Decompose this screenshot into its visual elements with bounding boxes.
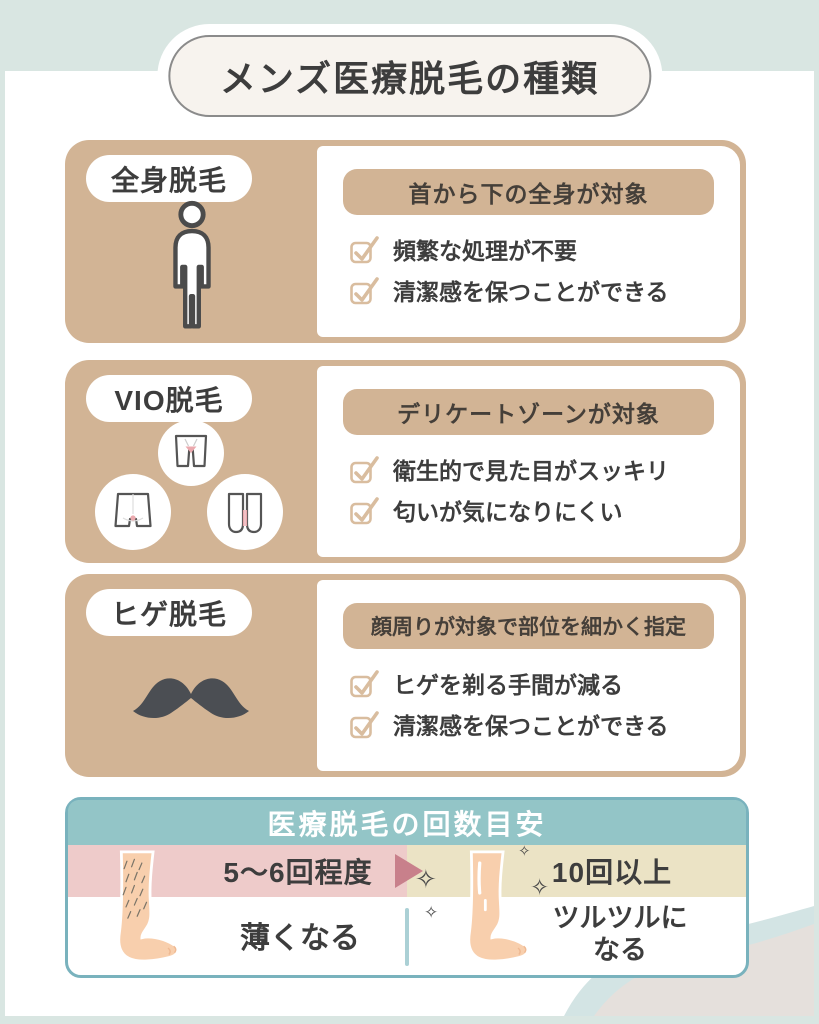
check-item-text: 頻繁な処理が不要 xyxy=(393,238,577,264)
result-right-line2: なる xyxy=(593,935,647,966)
card-vio-body: デリケートゾーンが対象 衛生的で見た目がスッキリ 匂いが気になりにくい xyxy=(317,366,740,557)
checkbox-icon xyxy=(350,235,379,263)
sparkle-icon: ✧ xyxy=(518,843,531,860)
card-zenshin-label: 全身脱毛 xyxy=(86,155,252,202)
result-right: ツルツルに なる xyxy=(520,902,720,967)
hairy-leg-icon xyxy=(117,850,179,963)
vio-bottom-icon xyxy=(207,474,283,550)
card-zenshin: 全身脱毛 首から下の全身が対象 頻繁な処理が不要 xyxy=(65,140,746,343)
result-left: 薄くなる xyxy=(240,922,360,955)
person-icon xyxy=(173,200,211,329)
card-vio-label: VIO脱毛 xyxy=(86,375,252,422)
sessions-right: 10回以上 xyxy=(551,857,673,888)
check-item: 頻繁な処理が不要 xyxy=(349,232,730,266)
checkbox-icon xyxy=(350,496,379,524)
title-banner: メンズ医療脱毛の種類 xyxy=(156,24,663,128)
vio-underwear-icons xyxy=(65,360,317,563)
vio-front-icon xyxy=(158,420,224,486)
card-hige-label: ヒゲ脱毛 xyxy=(86,589,252,636)
check-item-text: 清潔感を保つことができる xyxy=(393,279,669,305)
card-hige-body: 顔周りが対象で部位を細かく指定 ヒゲを剃る手間が減る 清潔感を保つことができる xyxy=(317,580,740,771)
arrow-right-icon xyxy=(395,854,423,888)
sparkle-icon: ✧ xyxy=(530,874,550,900)
sparkle-icon: ✧ xyxy=(424,903,439,922)
check-item-text: 衛生的で見た目がスッキリ xyxy=(393,458,669,484)
card-hige-target: 顔周りが対象で部位を細かく指定 xyxy=(343,603,714,649)
sparkle-icon: ✧ xyxy=(415,864,437,894)
checkbox-icon xyxy=(350,455,379,483)
check-item: 清潔感を保つことができる xyxy=(349,273,730,307)
checkbox-icon xyxy=(350,710,379,738)
session-guide-title: 医療脱毛の回数目安 xyxy=(68,800,746,845)
divider xyxy=(405,908,409,966)
check-item-text: ヒゲを剃る手間が減る xyxy=(393,672,623,698)
check-item-text: 匂いが気になりにくい xyxy=(393,499,623,525)
card-zenshin-target: 首から下の全身が対象 xyxy=(343,169,714,215)
vio-back-icon xyxy=(95,474,171,550)
checkbox-icon xyxy=(350,276,379,304)
card-zenshin-body: 首から下の全身が対象 頻繁な処理が不要 清潔感を保つことができる xyxy=(317,146,740,337)
check-item: ヒゲを剃る手間が減る xyxy=(349,666,730,700)
main-panel: メンズ医療脱毛の種類 全身脱毛 首から下の全身が対象 頻繁な処理が不要 xyxy=(5,24,814,1016)
card-hige: ヒゲ脱毛 顔周りが対象で部位を細かく指定 ヒゲを剃る手間が減る xyxy=(65,574,746,777)
checkbox-icon xyxy=(350,669,379,697)
check-item: 衛生的で見た目がスッキリ xyxy=(349,452,730,486)
card-vio-target: デリケートゾーンが対象 xyxy=(343,389,714,435)
session-guide-card: 医療脱毛の回数目安 5〜6回程度 10回以上 xyxy=(65,797,749,978)
mustache-icon xyxy=(133,678,249,719)
check-item: 匂いが気になりにくい xyxy=(349,493,730,527)
check-item-text: 清潔感を保つことができる xyxy=(393,713,669,739)
result-right-line1: ツルツルに xyxy=(552,903,688,933)
card-vio: VIO脱毛 xyxy=(65,360,746,563)
band-yellow xyxy=(407,845,746,897)
sessions-left: 5〜6回程度 xyxy=(223,857,373,888)
check-item: 清潔感を保つことができる xyxy=(349,707,730,741)
smooth-leg-icon xyxy=(467,850,529,963)
page-title: メンズ医療脱毛の種類 xyxy=(167,35,652,117)
